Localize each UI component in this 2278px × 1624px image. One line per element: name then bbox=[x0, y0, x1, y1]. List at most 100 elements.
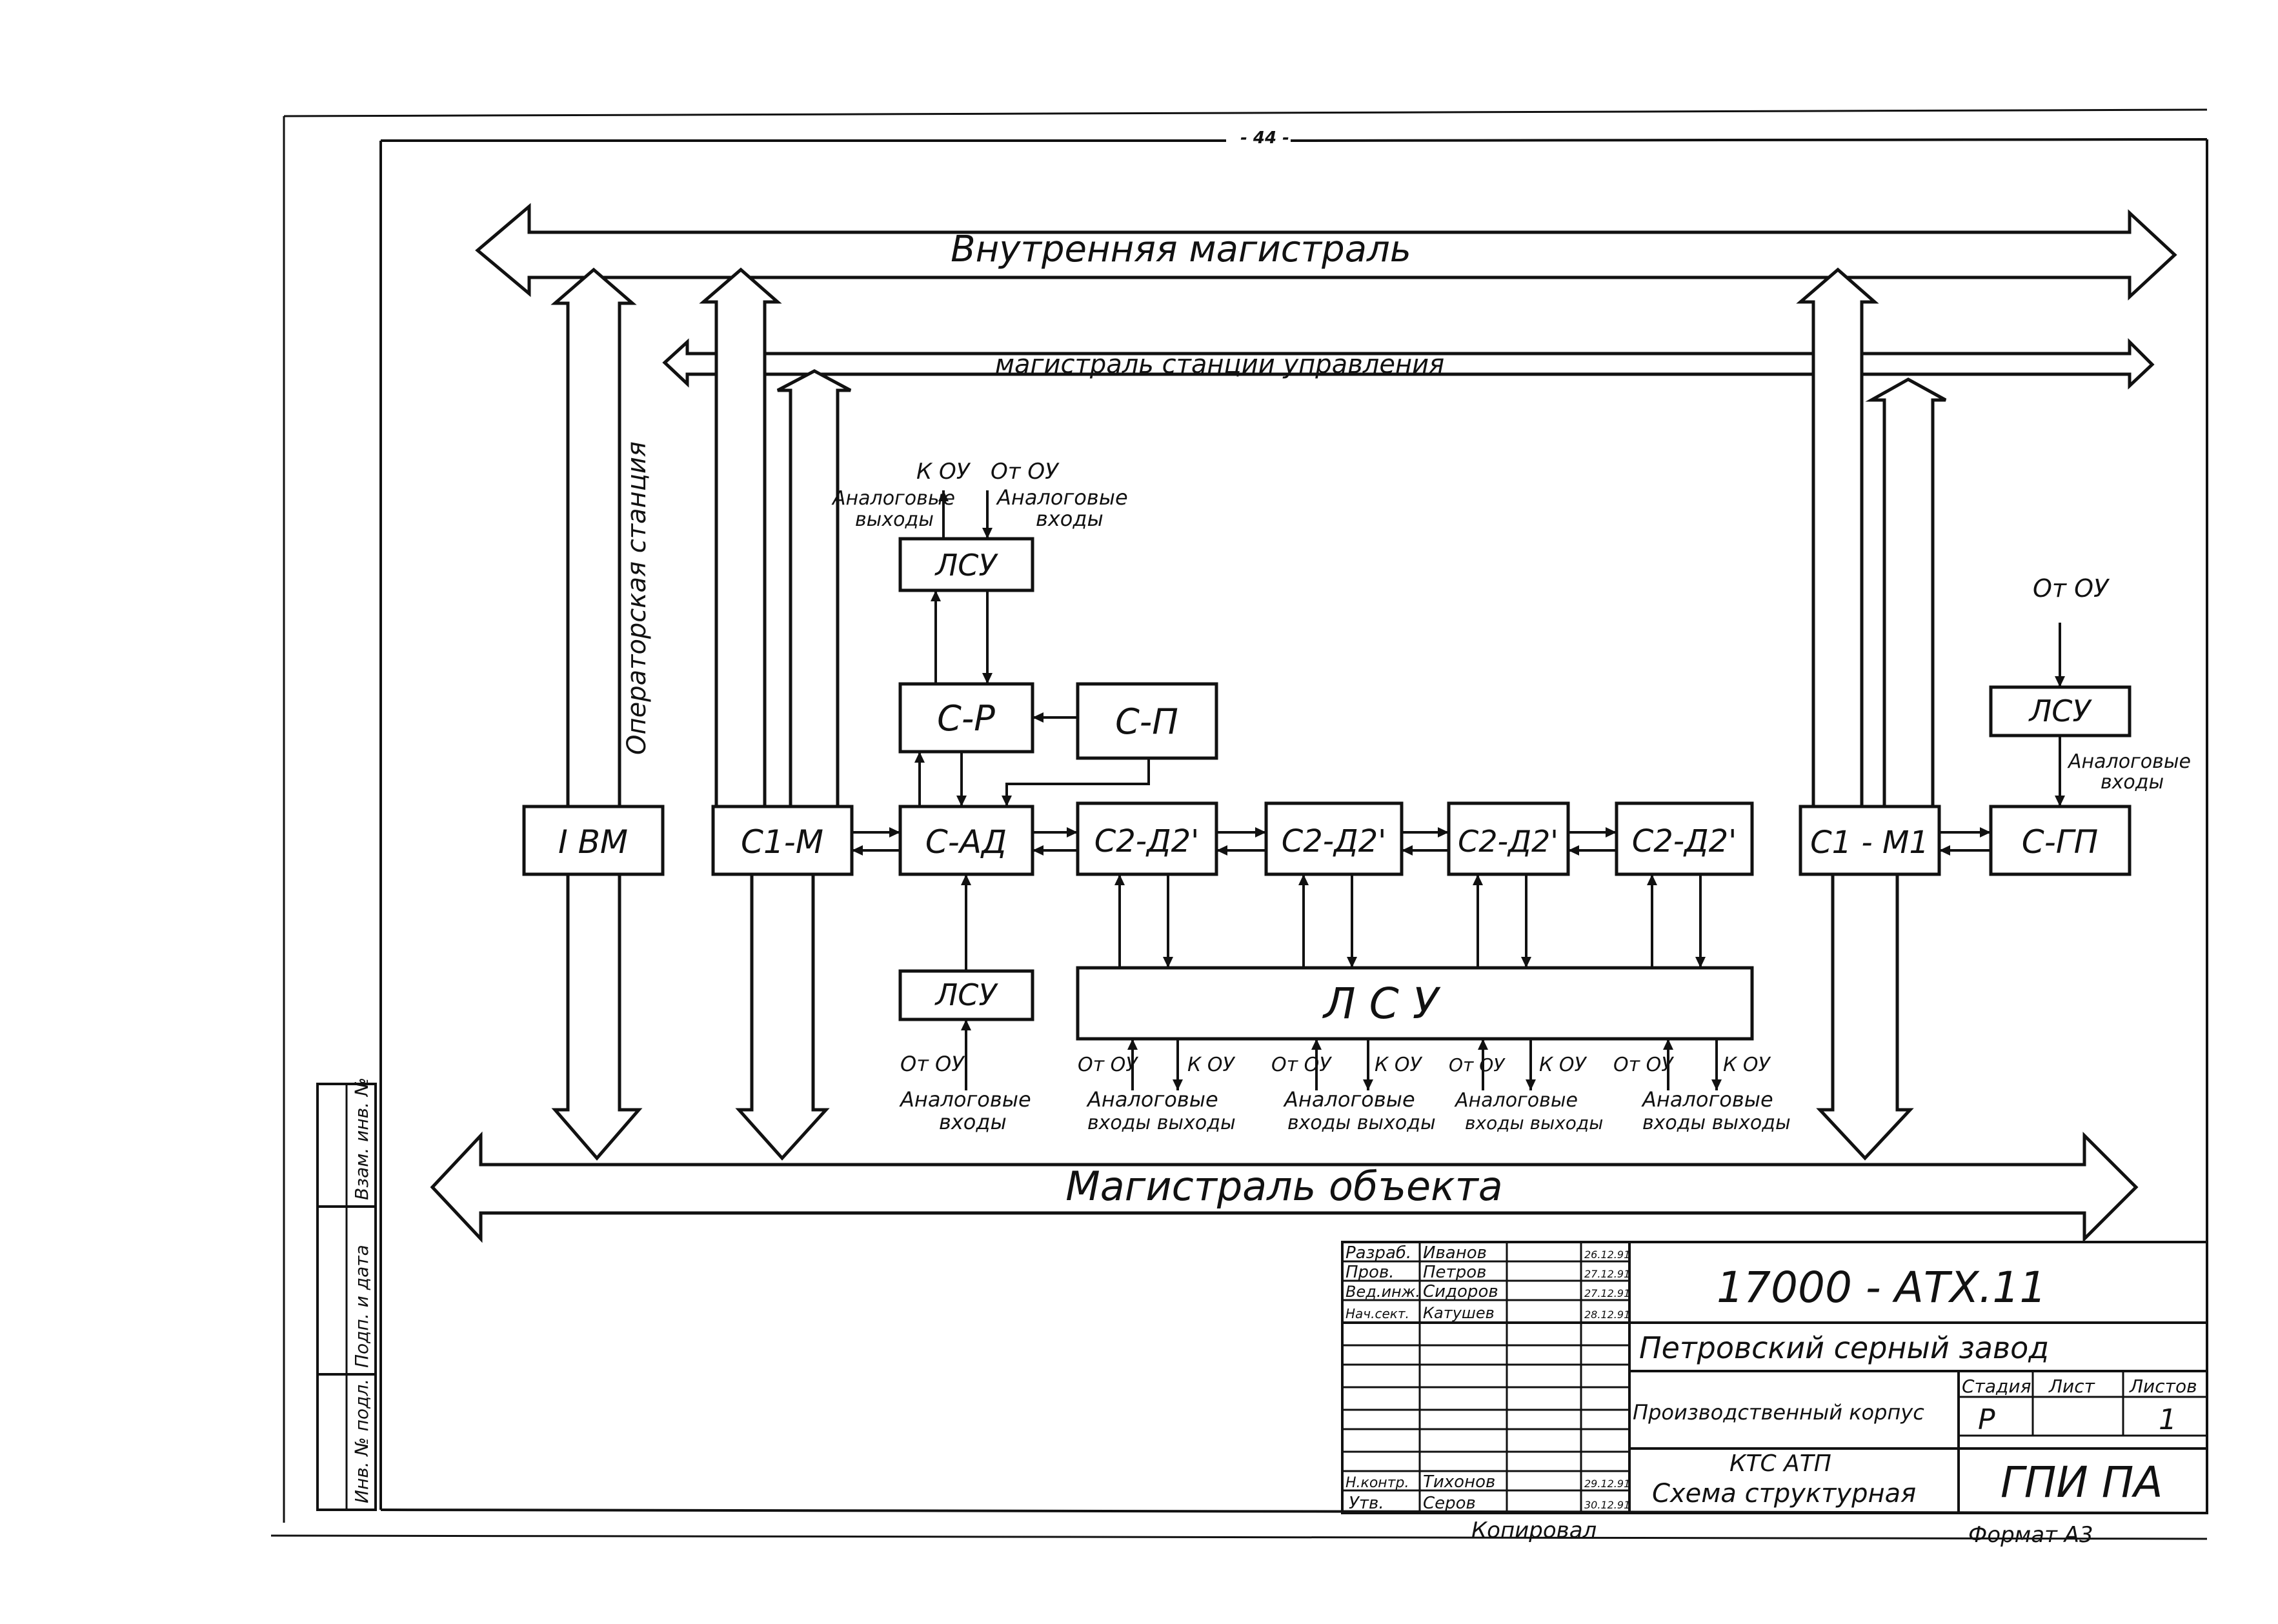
block-c2d2-3: С2-Д2' bbox=[1447, 801, 1570, 876]
block-ibm: I ВМ bbox=[522, 805, 665, 876]
tb-sheets-h: Листов bbox=[2129, 1376, 2197, 1397]
tb-r3-name: Сидоров bbox=[1423, 1282, 1498, 1301]
bl2-io: входы выходы bbox=[1087, 1112, 1236, 1134]
bl1-analog: Аналоговые bbox=[899, 1087, 1031, 1112]
block-connections bbox=[852, 490, 2065, 1090]
block-c1m-label: С1-М bbox=[741, 823, 823, 861]
station-bus-label: магистраль станции управления bbox=[995, 350, 1444, 379]
block-lsu-left: ЛСУ bbox=[898, 969, 1034, 1021]
block-lsu-big: Л С У bbox=[1076, 966, 1754, 1041]
bl4-k-ou: К ОУ bbox=[1539, 1054, 1587, 1076]
page-number: - 44 - bbox=[1240, 128, 1289, 148]
bl4-ot-ou: От ОУ bbox=[1449, 1054, 1506, 1076]
bl3-ot-ou: От ОУ bbox=[1271, 1054, 1332, 1076]
bl2-k-ou: К ОУ bbox=[1187, 1054, 1235, 1076]
tb-r6-name: Серов bbox=[1423, 1494, 1476, 1513]
top-analog-in: Аналоговые bbox=[996, 485, 1128, 510]
title-block: Разраб. Иванов 26.12.91 Пров. Петров 27.… bbox=[1341, 1241, 2208, 1514]
bl4-analog: Аналоговые bbox=[1454, 1089, 1578, 1112]
right-inputs: входы bbox=[2101, 771, 2164, 794]
tb-r2-date: 27.12.91 bbox=[1584, 1268, 1630, 1280]
block-c1m: С1-М bbox=[711, 805, 854, 876]
tb-r3-role: Вед.инж. bbox=[1346, 1283, 1420, 1301]
bl3-io: входы выходы bbox=[1287, 1112, 1436, 1134]
top-outputs: выходы bbox=[855, 508, 934, 531]
tb-r3-date: 27.12.91 bbox=[1584, 1287, 1630, 1299]
tb-r2-name: Петров bbox=[1423, 1263, 1486, 1282]
block-lsu-left-label: ЛСУ bbox=[934, 977, 999, 1012]
block-c1m1-label: С1 - М1 bbox=[1810, 825, 1929, 861]
right-ot-ou: От ОУ bbox=[2033, 574, 2110, 603]
side-stamp: Взам. инв. № Подп. и дата Инв. № подл. bbox=[316, 1078, 377, 1511]
object-bus-label: Магистраль объекта bbox=[1065, 1163, 1502, 1210]
tb-r1-role: Разраб. bbox=[1346, 1243, 1411, 1263]
tb-r4-role: Нач.сект. bbox=[1346, 1306, 1409, 1321]
c1m1-up-link bbox=[1796, 267, 1879, 808]
block-c1m1: С1 - М1 bbox=[1799, 805, 1941, 876]
bl2-ot-ou: От ОУ bbox=[1078, 1054, 1138, 1076]
block-c2d2-2-label: С2-Д2' bbox=[1282, 823, 1387, 859]
bl5-io: входы выходы bbox=[1642, 1112, 1791, 1134]
bl5-k-ou: К ОУ bbox=[1723, 1054, 1771, 1076]
top-analog-out: Аналоговые bbox=[831, 487, 955, 510]
tb-stage: Р bbox=[1978, 1403, 1995, 1436]
tb-doc: Схема структурная bbox=[1652, 1479, 1916, 1509]
right-analog-in: Аналоговые bbox=[2067, 750, 2191, 773]
tb-r2-role: Пров. bbox=[1346, 1263, 1395, 1282]
internal-bus-label: Внутренняя магистраль bbox=[951, 228, 1411, 270]
block-cpp: С-П bbox=[1076, 682, 1218, 760]
top-ot-ou: От ОУ bbox=[991, 459, 1060, 485]
block-c2d2-4-label: С2-Д2' bbox=[1632, 823, 1737, 859]
block-c2d2-4: С2-Д2' bbox=[1615, 801, 1754, 876]
bl2-analog: Аналоговые bbox=[1086, 1087, 1218, 1112]
tb-r5-name: Тихонов bbox=[1423, 1472, 1495, 1492]
block-lsu-big-label: Л С У bbox=[1322, 979, 1441, 1028]
block-lsu-top: ЛСУ bbox=[898, 537, 1034, 592]
tb-sheet-h: Лист bbox=[2048, 1376, 2095, 1397]
ibm-up-link bbox=[550, 267, 637, 808]
block-cgp-label: С-ГП bbox=[2022, 823, 2098, 861]
internal-bus-arrow bbox=[475, 203, 2177, 301]
tb-system: КТС АТП bbox=[1729, 1450, 1831, 1477]
c1m-station-link bbox=[776, 369, 852, 808]
side-replaced: Взам. инв. № bbox=[351, 1078, 372, 1200]
tb-org: ГПИ ПА bbox=[2001, 1458, 2163, 1507]
tb-r4-date: 28.12.91 bbox=[1584, 1308, 1630, 1321]
tb-format: Формат А3 bbox=[1968, 1522, 2093, 1548]
tb-copied: Копировал bbox=[1471, 1518, 1597, 1543]
block-cad: С-АД bbox=[898, 805, 1034, 876]
bl1-inputs: входы bbox=[939, 1110, 1007, 1134]
block-c2d2-3-label: С2-Д2' bbox=[1458, 824, 1558, 859]
bl3-k-ou: К ОУ bbox=[1375, 1054, 1422, 1076]
tb-code: 17000 - АТХ.11 bbox=[1717, 1263, 2046, 1312]
bl5-ot-ou: От ОУ bbox=[1613, 1054, 1674, 1076]
tb-r6-date: 30.12.91 bbox=[1584, 1499, 1630, 1511]
side-inv-orig: Инв. № подл. bbox=[351, 1379, 372, 1503]
ibm-down-link bbox=[551, 869, 643, 1161]
bl4-io: входы выходы bbox=[1465, 1112, 1603, 1134]
bl5-analog: Аналоговые bbox=[1641, 1087, 1773, 1112]
bottom-labels: От ОУ Аналоговые входы От ОУ К ОУ Аналог… bbox=[899, 1052, 1791, 1134]
block-ibm-label: I ВМ bbox=[558, 823, 628, 861]
side-sign-date: Подп. и дата bbox=[351, 1245, 372, 1368]
tb-r1-name: Иванов bbox=[1423, 1243, 1487, 1263]
tb-r4-name: Катушев bbox=[1423, 1304, 1495, 1322]
block-lsu-right-label: ЛСУ bbox=[2028, 694, 2093, 728]
block-cad-label: С-АД bbox=[925, 823, 1007, 861]
bl3-analog: Аналоговые bbox=[1283, 1087, 1415, 1112]
tb-r6-role: Утв. bbox=[1349, 1494, 1384, 1513]
block-cp-label: С-Р bbox=[937, 698, 995, 739]
tb-stage-h: Стадия bbox=[1962, 1376, 2031, 1397]
object-bus-arrow bbox=[430, 1131, 2139, 1243]
tb-r5-role: Н.контр. bbox=[1346, 1475, 1409, 1491]
top-k-ou: К ОУ bbox=[916, 459, 971, 485]
c1m-up-link bbox=[699, 267, 782, 808]
c1m-down-link bbox=[735, 869, 830, 1161]
block-cp: С-Р bbox=[898, 682, 1034, 754]
block-c2d2-1-label: С2-Д2' bbox=[1094, 823, 1200, 859]
tb-r1-date: 26.12.91 bbox=[1584, 1248, 1630, 1261]
block-cpp-label: С-П bbox=[1115, 701, 1178, 742]
block-cgp: С-ГП bbox=[1989, 805, 2132, 876]
tb-plant: Петровский серный завод bbox=[1639, 1330, 2049, 1365]
